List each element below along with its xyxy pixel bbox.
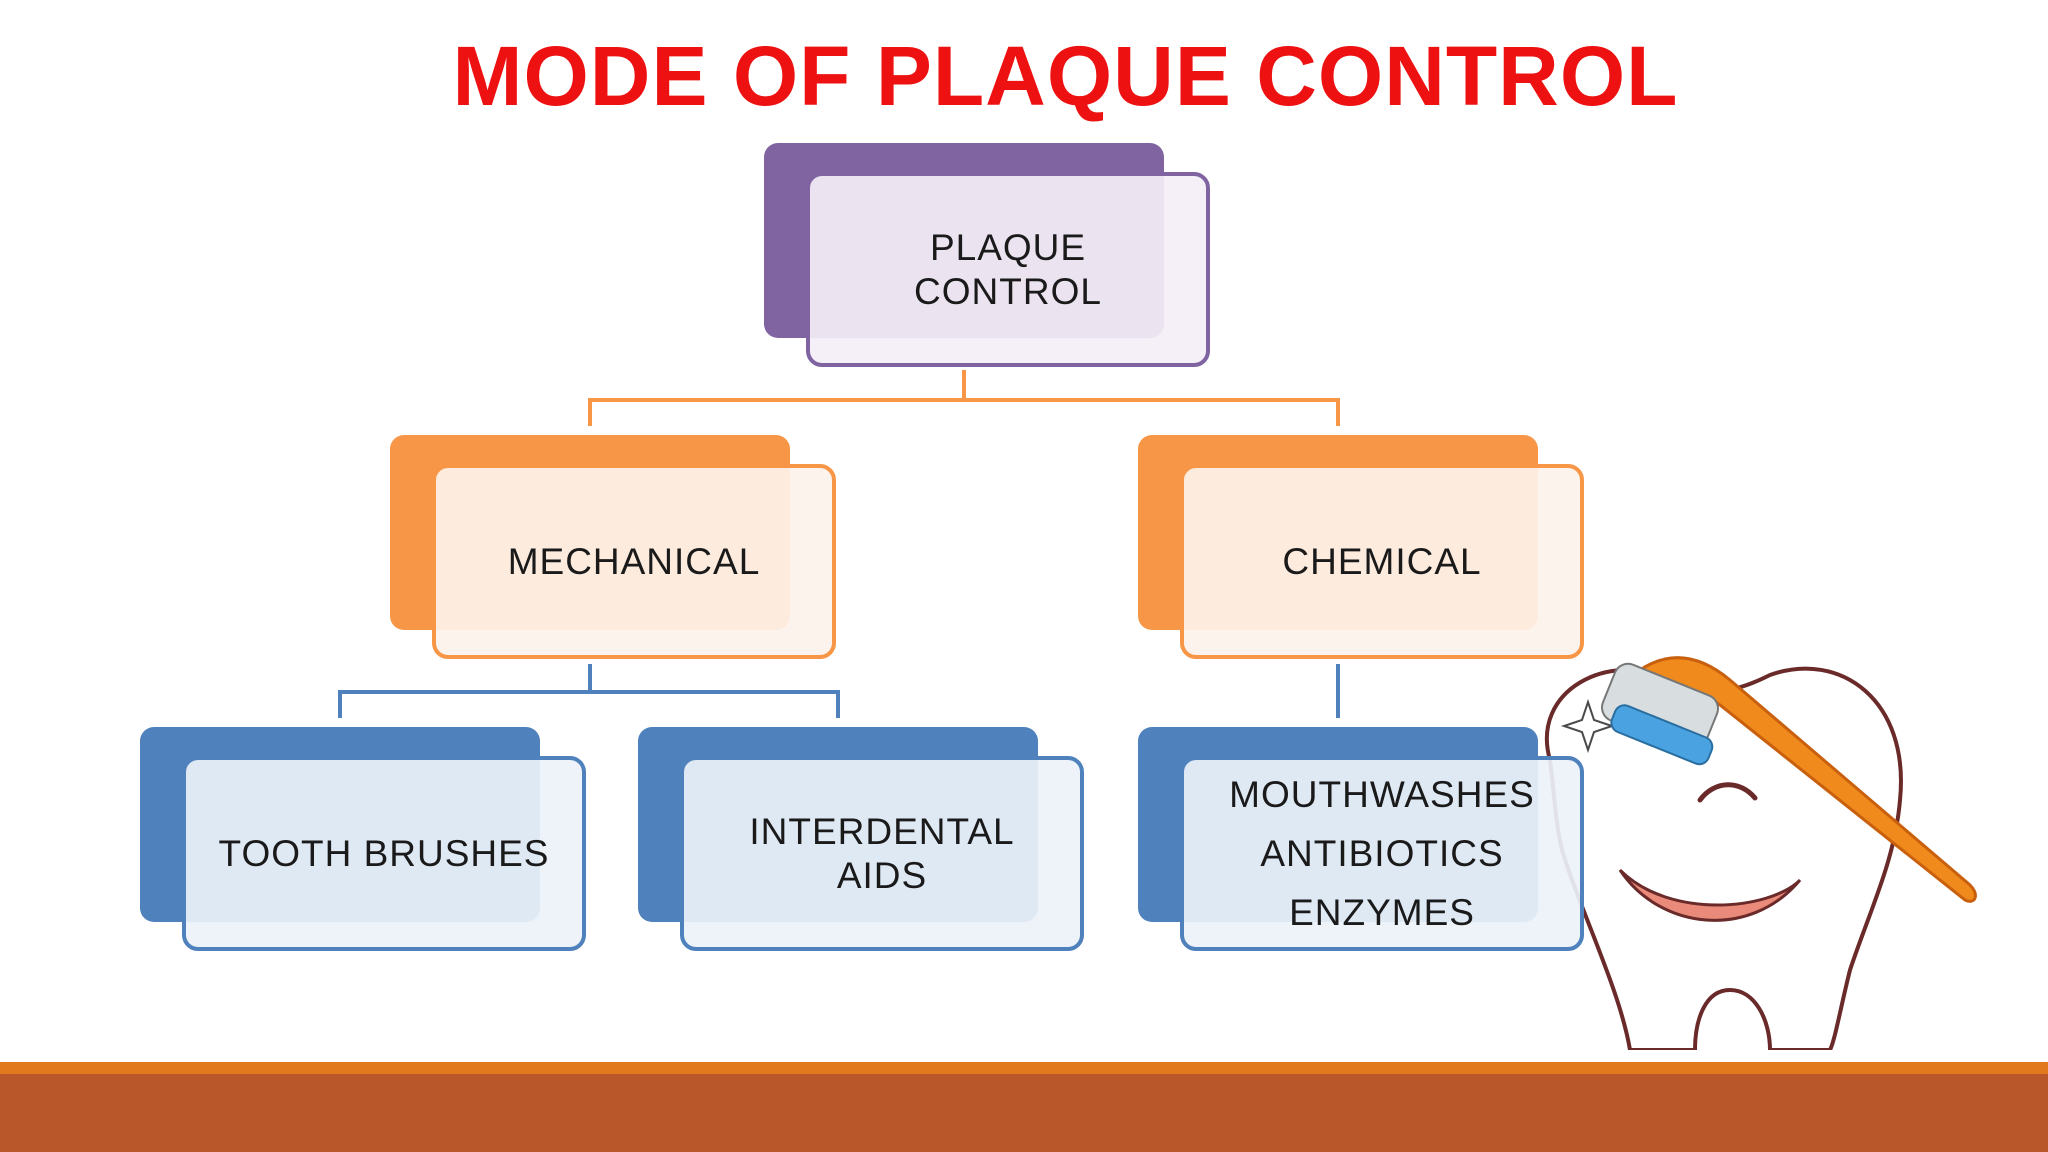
node-label-line: AIDS: [836, 854, 928, 896]
node-label-box: MECHANICAL: [432, 464, 836, 659]
node-label-box: CHEMICAL: [1180, 464, 1584, 659]
node-label: MECHANICAL: [507, 540, 761, 582]
node-label: TOOTH BRUSHES: [218, 832, 550, 874]
node-label-box: PLAQUE CONTROL: [806, 172, 1210, 367]
footer-bar: [0, 1074, 2048, 1152]
node-label-line: ENZYMES: [1289, 892, 1475, 934]
smiling-tooth-with-toothbrush-icon: [1544, 656, 1977, 1050]
node-label-box: MOUTHWASHES ANTIBIOTICS ENZYMES: [1180, 756, 1584, 951]
node-label-line: CONTROL: [914, 270, 1102, 312]
node-label-line: PLAQUE: [929, 226, 1087, 268]
mechanical-to-leaves-connector: [338, 664, 840, 718]
root-to-branches-connector: [588, 370, 1340, 426]
slide-title: MODE OF PLAQUE CONTROL: [452, 29, 1679, 123]
node-label: CHEMICAL: [1282, 540, 1482, 582]
node-label-line: INTERDENTAL: [749, 810, 1015, 852]
footer-stripe: [0, 1062, 2048, 1074]
node-label-box: TOOTH BRUSHES: [182, 756, 586, 951]
node-label-box: INTERDENTAL AIDS: [680, 756, 1084, 951]
node-label-line: MOUTHWASHES: [1229, 773, 1535, 815]
node-label-line: ANTIBIOTICS: [1260, 832, 1504, 874]
